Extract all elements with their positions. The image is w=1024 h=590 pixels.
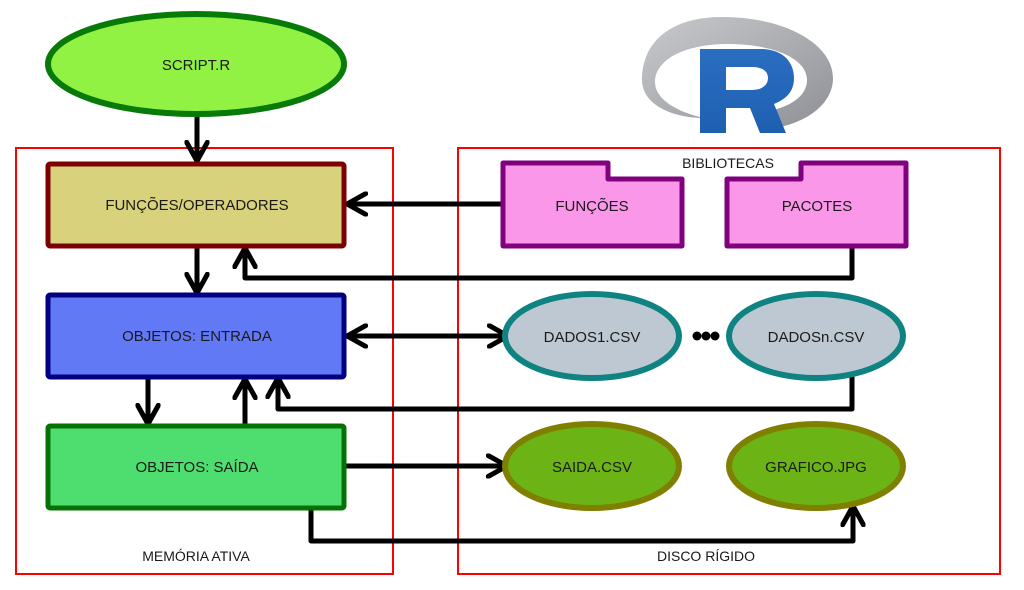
node-saida-csv[interactable]: SAIDA.CSV [502,421,682,511]
node-funcoes-operadores[interactable]: FUNÇÕES/OPERADORES [45,161,347,249]
group-memoria-label: MEMÓRIA ATIVA [142,548,250,564]
arrow-saida-to-grafico [308,503,853,544]
node-funcoes-operadores-label: FUNÇÕES/OPERADORES [105,197,288,214]
node-objetos-saida-label: OBJETOS: SAÍDA [135,459,258,476]
node-grafico-label: GRAFICO.JPG [765,459,867,476]
group-disco-label: DISCO RÍGIDO [657,548,755,564]
arrow-dadosn-to-entrada [278,374,855,412]
node-script-r[interactable]: SCRIPT.R [45,11,347,117]
connectors [148,113,855,544]
node-objetos-saida[interactable]: OBJETOS: SAÍDA [45,423,347,511]
node-saida-csv-label: SAIDA.CSV [552,459,632,476]
r-logo [642,17,833,133]
node-dados1-csv[interactable]: DADOS1.CSV [502,291,682,381]
node-dadosn-csv[interactable]: DADOSn.CSV [726,291,906,381]
node-lib-funcoes-label: FUNÇÕES [555,198,628,215]
node-script-r-label: SCRIPT.R [162,57,231,74]
node-dados1-label: DADOS1.CSV [544,329,641,346]
node-dadosn-label: DADOSn.CSV [768,329,865,346]
node-lib-funcoes[interactable]: FUNÇÕES [500,160,685,249]
node-lib-pacotes[interactable]: PACOTES [724,160,909,249]
node-objetos-entrada[interactable]: OBJETOS: ENTRADA [45,292,347,380]
r-logo-letter [700,49,794,133]
node-grafico-jpg[interactable]: GRAFICO.JPG [726,421,906,511]
arrow-pacotes-to-funcoes [245,243,855,281]
node-lib-pacotes-label: PACOTES [782,198,853,215]
group-disco-rigido [457,147,1001,575]
ellipsis-dots [692,331,720,341]
r-logo-ring [642,17,833,128]
node-objetos-entrada-label: OBJETOS: ENTRADA [122,328,272,345]
group-bibliotecas-label: BIBLIOTECAS [682,155,774,171]
